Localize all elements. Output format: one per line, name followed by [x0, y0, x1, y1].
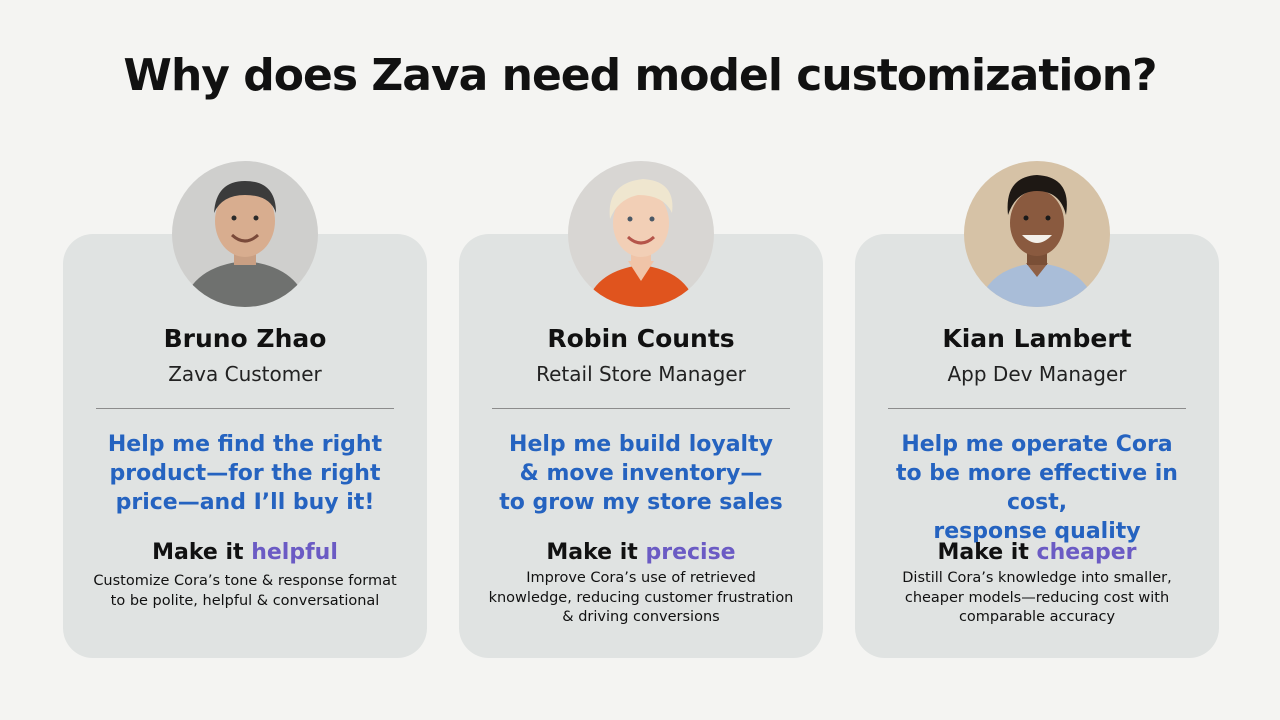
- avatar: [172, 161, 318, 307]
- make-prefix: Make it: [937, 540, 1029, 565]
- desc-line: & driving conversions: [562, 609, 720, 625]
- quote-line: Help me find the right: [107, 432, 383, 457]
- quote-line: price—and I’ll buy it!: [115, 490, 375, 515]
- persona-description: Customize Cora’s tone & response format …: [77, 572, 413, 611]
- persona-card-kian: Kian Lambert App Dev Manager Help me ope…: [855, 161, 1219, 658]
- persona-name: Robin Counts: [547, 324, 735, 353]
- desc-line: cheaper models—reducing cost with: [904, 589, 1170, 606]
- desc-line: comparable accuracy: [958, 609, 1116, 625]
- divider: [492, 408, 790, 409]
- divider: [96, 408, 394, 409]
- make-it-heading: Make it helpful: [63, 540, 427, 565]
- persona-description: Distill Cora’s knowledge into smaller, c…: [869, 569, 1205, 628]
- make-it-heading: Make it cheaper: [855, 540, 1219, 565]
- portrait-photo: [172, 161, 318, 307]
- quote-line: Help me build loyalty: [509, 432, 773, 457]
- desc-line: Distill Cora’s knowledge into smaller,: [902, 570, 1172, 586]
- make-word: helpful: [251, 540, 338, 565]
- quote-line: & move inventory—: [519, 461, 763, 486]
- make-word: precise: [645, 540, 736, 565]
- desc-line: to be polite, helpful & conversational: [110, 592, 380, 609]
- make-prefix: Make it: [546, 540, 638, 565]
- persona-card-robin: Robin Counts Retail Store Manager Help m…: [459, 161, 823, 658]
- persona-description: Improve Cora’s use of retrieved knowledg…: [473, 569, 809, 628]
- persona-role: App Dev Manager: [947, 362, 1127, 386]
- quote-line: product—for the right: [109, 461, 381, 486]
- persona-name: Kian Lambert: [942, 324, 1132, 353]
- persona-quote: Help me find the right product—for the r…: [73, 430, 417, 517]
- make-it-heading: Make it precise: [459, 540, 823, 565]
- persona-role: Zava Customer: [168, 362, 322, 386]
- page-title: Why does Zava need model customization?: [123, 50, 1157, 101]
- desc-line: Customize Cora’s tone & response format: [93, 573, 397, 589]
- desc-line: knowledge, reducing customer frustration: [488, 589, 794, 606]
- quote-line: Help me operate Cora: [901, 432, 1173, 457]
- avatar: [568, 161, 714, 307]
- quote-line: to be more effective in cost,: [896, 461, 1178, 515]
- persona-role: Retail Store Manager: [536, 362, 746, 386]
- portrait-photo: [964, 161, 1110, 307]
- make-word: cheaper: [1036, 540, 1137, 565]
- avatar: [964, 161, 1110, 307]
- persona-card-bruno: Bruno Zhao Zava Customer Help me find th…: [63, 161, 427, 658]
- portrait-photo: [568, 161, 714, 307]
- make-prefix: Make it: [152, 540, 244, 565]
- desc-line: Improve Cora’s use of retrieved: [526, 570, 756, 586]
- persona-quote: Help me build loyalty & move inventory— …: [469, 430, 813, 517]
- divider: [888, 408, 1186, 409]
- persona-quote: Help me operate Cora to be more effectiv…: [865, 430, 1209, 546]
- quote-line: to grow my store sales: [499, 490, 783, 515]
- quote-line: response quality: [933, 519, 1141, 544]
- persona-name: Bruno Zhao: [163, 324, 327, 353]
